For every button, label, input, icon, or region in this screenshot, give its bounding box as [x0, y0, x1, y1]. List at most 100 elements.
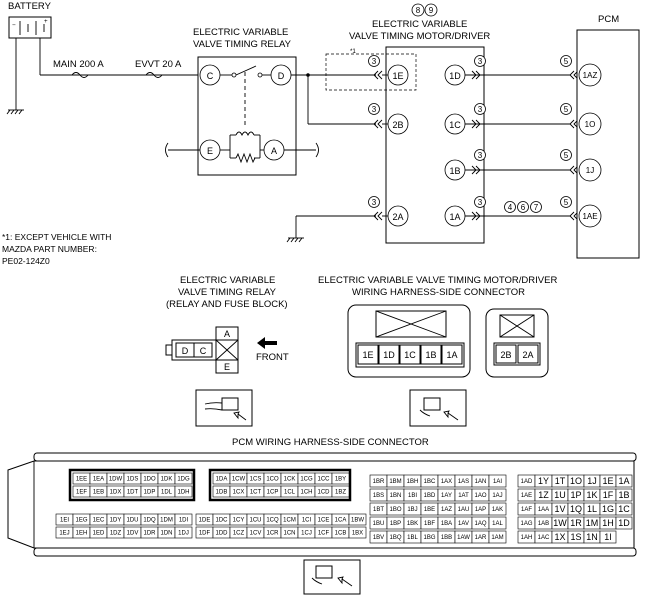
pcm-cell-label: 1BJ	[407, 507, 417, 513]
svg-text:6: 6	[521, 203, 526, 212]
svg-text:*1: *1	[350, 48, 356, 55]
pcm-pin-1ae	[578, 204, 602, 228]
evvt-fuse-label: EVVT 20 A	[135, 59, 182, 70]
relay-switch-icon	[235, 65, 257, 76]
pcm-cell-label: 1AM	[491, 535, 503, 541]
pcm-cell-label: 1CW	[232, 477, 246, 483]
svg-text:1D: 1D	[449, 71, 461, 81]
pcm-cell-label: 1BN	[390, 493, 402, 499]
pcm-pin-1az	[578, 63, 602, 87]
pcm-cell-label: 1BK	[407, 521, 418, 527]
pcm-connector-title: PCM WIRING HARNESS-SIDE CONNECTOR	[232, 437, 429, 448]
relay-connector-title-3: (RELAY AND FUSE BLOCK)	[166, 299, 288, 310]
pcm-cell-label: 1BB	[441, 535, 452, 541]
pcm-cell	[615, 488, 633, 502]
pcm-cell-label: 1U	[554, 490, 566, 500]
pcm-cell-label: 1BH	[407, 479, 419, 485]
pcm-cell-label: 1CO	[266, 477, 279, 483]
pcm-cell-label: 1CF	[318, 531, 330, 537]
pcm-cell-label: 1CY	[233, 518, 245, 524]
svg-text:3: 3	[478, 105, 483, 114]
svg-text:3: 3	[372, 198, 377, 207]
pcm-cell-label: 1CV	[250, 531, 262, 537]
relay-resistor-icon	[235, 152, 256, 164]
main-fuse-icon	[71, 72, 89, 78]
pcm-cell-label: 1AG	[520, 521, 532, 527]
pcm-cell-label: 1AW	[457, 535, 470, 541]
svg-text:5: 5	[564, 198, 569, 207]
pcm-cell-label: 1X	[554, 532, 565, 542]
relay-connector-title-2: VALVE TIMING RELAY	[178, 287, 277, 298]
battery-symbol	[8, 16, 52, 39]
pcm-cell-label: 1Y	[538, 476, 549, 486]
pcm-cell-label: 1AQ	[474, 521, 486, 527]
pcm-cell-label: 1CA	[335, 518, 347, 524]
pcm-cell-label: 1CB	[335, 531, 347, 537]
driver-connector-b: 2B 2A	[485, 308, 549, 378]
pcm-cell-label: 1CN	[283, 531, 295, 537]
pcm-cell-label: 1Z	[538, 490, 549, 500]
pcm-cell	[488, 530, 507, 544]
pcm-cell	[174, 513, 193, 526]
svg-text:1E: 1E	[362, 350, 373, 360]
note-line-1: *1: EXCEPT VEHICLE WITH	[2, 232, 111, 242]
pcm-cell	[488, 516, 507, 530]
pcm-cell-label: 1DH	[177, 490, 189, 496]
svg-text:C: C	[200, 346, 207, 356]
pcm-cell-label: 1DB	[216, 490, 228, 496]
pcm-cell-label: 1DT	[127, 490, 139, 496]
pcm-cell-label: 1BM	[389, 479, 401, 485]
pcm-cell	[599, 530, 617, 544]
pcm-cell-label: 1ED	[93, 531, 105, 537]
pcm-cell-label: 1DR	[143, 531, 156, 537]
pcm-cell-label: 1AT	[458, 493, 469, 499]
pcm-cell-label: 1K	[586, 490, 597, 500]
pcm-cell-label: 1CI	[302, 518, 312, 524]
pcm-cell-label: 1CR	[266, 531, 279, 537]
pcm-cell-label: 1AZ	[441, 507, 452, 513]
pcm-cell-label: 1DY	[110, 518, 122, 524]
pcm-cell-label: 1BD	[424, 493, 436, 499]
pcm-cell-label: 1H	[602, 518, 614, 528]
pcm-cell	[174, 485, 193, 498]
pcm-cell-label: 1AA	[538, 507, 549, 513]
svg-text:D: D	[182, 346, 189, 356]
pcm-cell-label: 1EI	[60, 518, 69, 524]
pcm-cell-label: 1AN	[475, 479, 487, 485]
pcm-cell-label: 1BT	[373, 507, 384, 513]
pcm-cell-label: 1L	[587, 504, 597, 514]
svg-text:5: 5	[564, 105, 569, 114]
pcm-cell-label: 1AP	[475, 507, 486, 513]
pcm-cell-label: 1AK	[492, 507, 503, 513]
svg-text:1B: 1B	[425, 350, 436, 360]
pcm-cell-label: 1EA	[93, 477, 104, 483]
pcm-cell-label: 1Q	[570, 504, 582, 514]
pcm-cell-label: 1BY	[335, 477, 346, 483]
pcm-cell-label: 1AO	[474, 493, 486, 499]
svg-text:A: A	[224, 329, 230, 339]
pcm-cell-label: 1CQ	[266, 518, 279, 524]
pcm-cell-label: 1I	[604, 532, 612, 542]
svg-text:5: 5	[564, 151, 569, 160]
pcm-cell	[331, 485, 350, 498]
driver-exception-box	[325, 53, 417, 91]
pcm-cell-label: 1EB	[93, 490, 104, 496]
pcm-cell-label: 1DS	[127, 477, 139, 483]
svg-text:3: 3	[372, 105, 377, 114]
driver-title-1: ELECTRIC VARIABLE	[372, 19, 467, 30]
pcm-cell-label: 1AD	[521, 479, 533, 485]
svg-text:1C: 1C	[449, 120, 461, 130]
pcm-cell-label: 1DP	[144, 490, 156, 496]
pcm-cell-label: 1DE	[199, 518, 211, 524]
pcm-cell-label: 1CX	[233, 490, 245, 496]
pcm-cell-label: 1DD	[215, 531, 228, 537]
svg-text:7: 7	[534, 203, 539, 212]
svg-text:−: −	[12, 22, 16, 29]
svg-text:1O: 1O	[585, 120, 596, 129]
pcm-cell-label: 1E	[602, 476, 613, 486]
pcm-cell-label: 1DF	[199, 531, 211, 537]
pcm-cell	[488, 488, 507, 502]
svg-text:5: 5	[564, 57, 569, 66]
pcm-cell-label: 1AX	[441, 479, 452, 485]
